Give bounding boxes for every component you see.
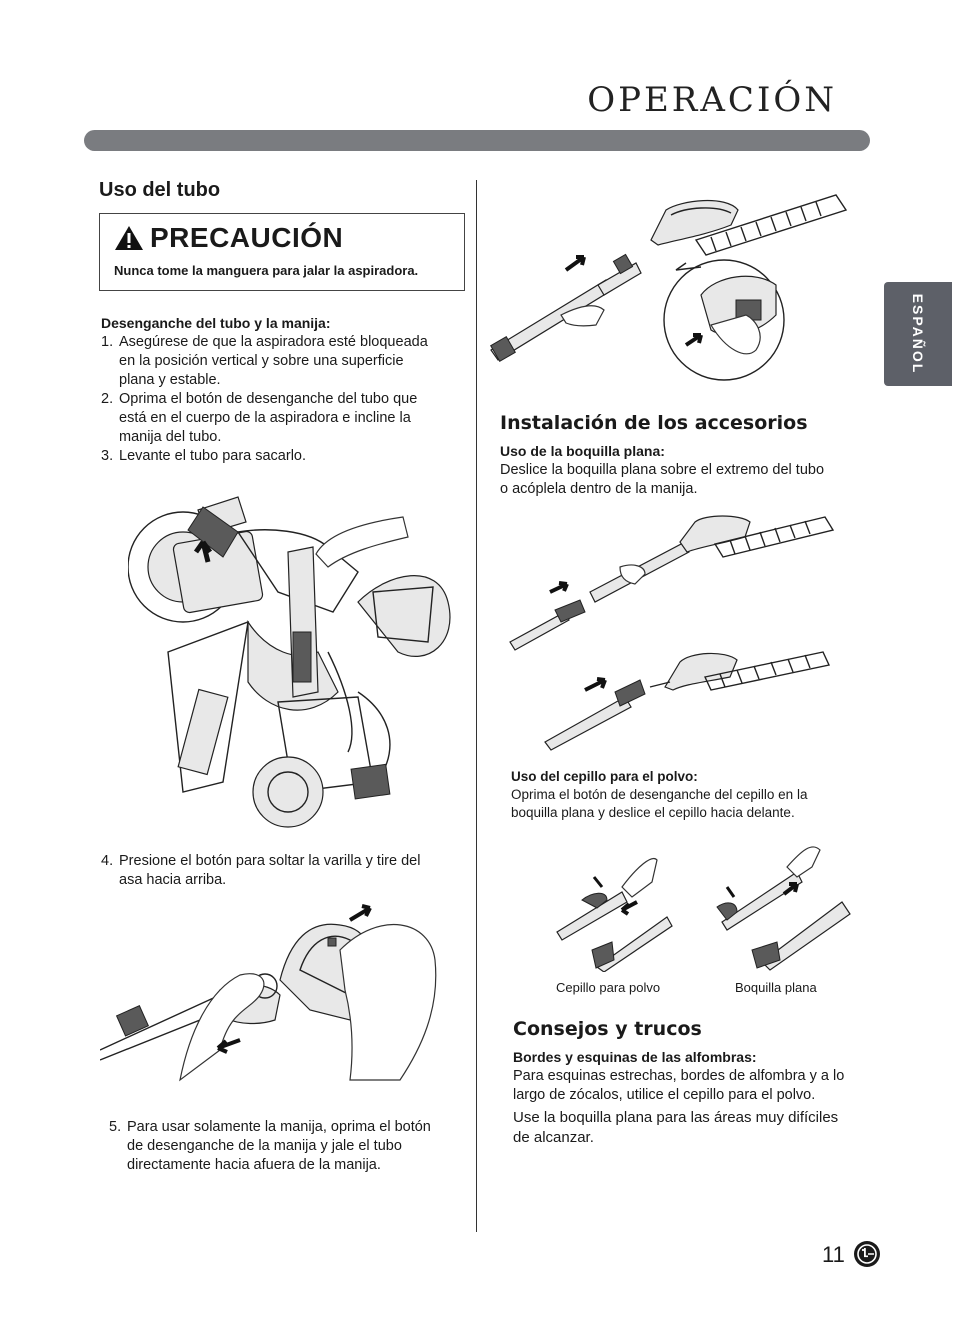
language-tab-label: ESPAÑOL xyxy=(910,293,926,375)
section-title-accessories: Instalación de los accesorios xyxy=(500,412,808,434)
caption-flat-nozzle: Boquilla plana xyxy=(735,980,817,995)
step-item: 5. Para usar solamente la manija, oprima… xyxy=(109,1119,431,1173)
tips-text-2: Use la boquilla plana para las áreas muy… xyxy=(513,1109,839,1146)
tips-text: Para esquinas estrechas, bordes de alfom… xyxy=(513,1068,845,1103)
tube-handle-illustration xyxy=(490,194,848,381)
subheading-carpet-edges: Bordes y esquinas de las alfombras: xyxy=(513,1049,757,1065)
step-item: 1. Asegúrese de que la aspiradora esté b… xyxy=(101,334,428,388)
caution-text: Nunca tome la manguera para jalar la asp… xyxy=(114,263,419,278)
lg-logo-icon xyxy=(857,1244,877,1264)
subheading-dust-brush: Uso del cepillo para el polvo: xyxy=(511,769,698,784)
flat-nozzle-text: Deslice la boquilla plana sobre el extre… xyxy=(500,462,825,497)
section-title-tips: Consejos y trucos xyxy=(513,1018,702,1040)
title-bar xyxy=(84,130,870,151)
subheading-release: Desenganche del tubo y la manija: xyxy=(101,315,331,331)
handle-release-illustration xyxy=(100,904,437,1082)
dust-brush-text: Oprima el botón de desenganche del cepil… xyxy=(511,787,808,820)
caution-box: PRECAUCIÓN Nunca tome la manguera para j… xyxy=(99,213,465,291)
page-number: 11 xyxy=(822,1242,845,1267)
caution-heading: PRECAUCIÓN xyxy=(150,222,344,253)
warning-icon xyxy=(115,226,143,250)
flat-nozzle-illustration xyxy=(509,515,835,751)
lg-logo xyxy=(854,1241,880,1267)
caption-dust-brush: Cepillo para polvo xyxy=(556,980,661,995)
dust-brush-illustration xyxy=(556,846,851,972)
caution-header: PRECAUCIÓN xyxy=(114,222,343,254)
step-item: 4. Presione el botón para soltar la vari… xyxy=(101,853,421,888)
column-divider xyxy=(476,180,477,1232)
step-item: 2. Oprima el botón de desenganche del tu… xyxy=(101,391,418,445)
section-title-tube: Uso del tubo xyxy=(99,179,221,201)
step-item: 3. Levante el tubo para sacarlo. xyxy=(101,448,307,464)
page-title: OPERACIÓN xyxy=(587,80,837,120)
language-tab[interactable]: ESPAÑOL xyxy=(884,282,952,386)
release-steps: 1. Asegúrese de que la aspiradora esté b… xyxy=(101,333,466,466)
step-4: 4. Presione el botón para soltar la vari… xyxy=(101,852,466,890)
subheading-flat-nozzle: Uso de la boquilla plana: xyxy=(500,443,665,459)
step-5: 5. Para usar solamente la manija, oprima… xyxy=(109,1118,469,1175)
vacuum-tube-release-illustration xyxy=(128,496,451,828)
